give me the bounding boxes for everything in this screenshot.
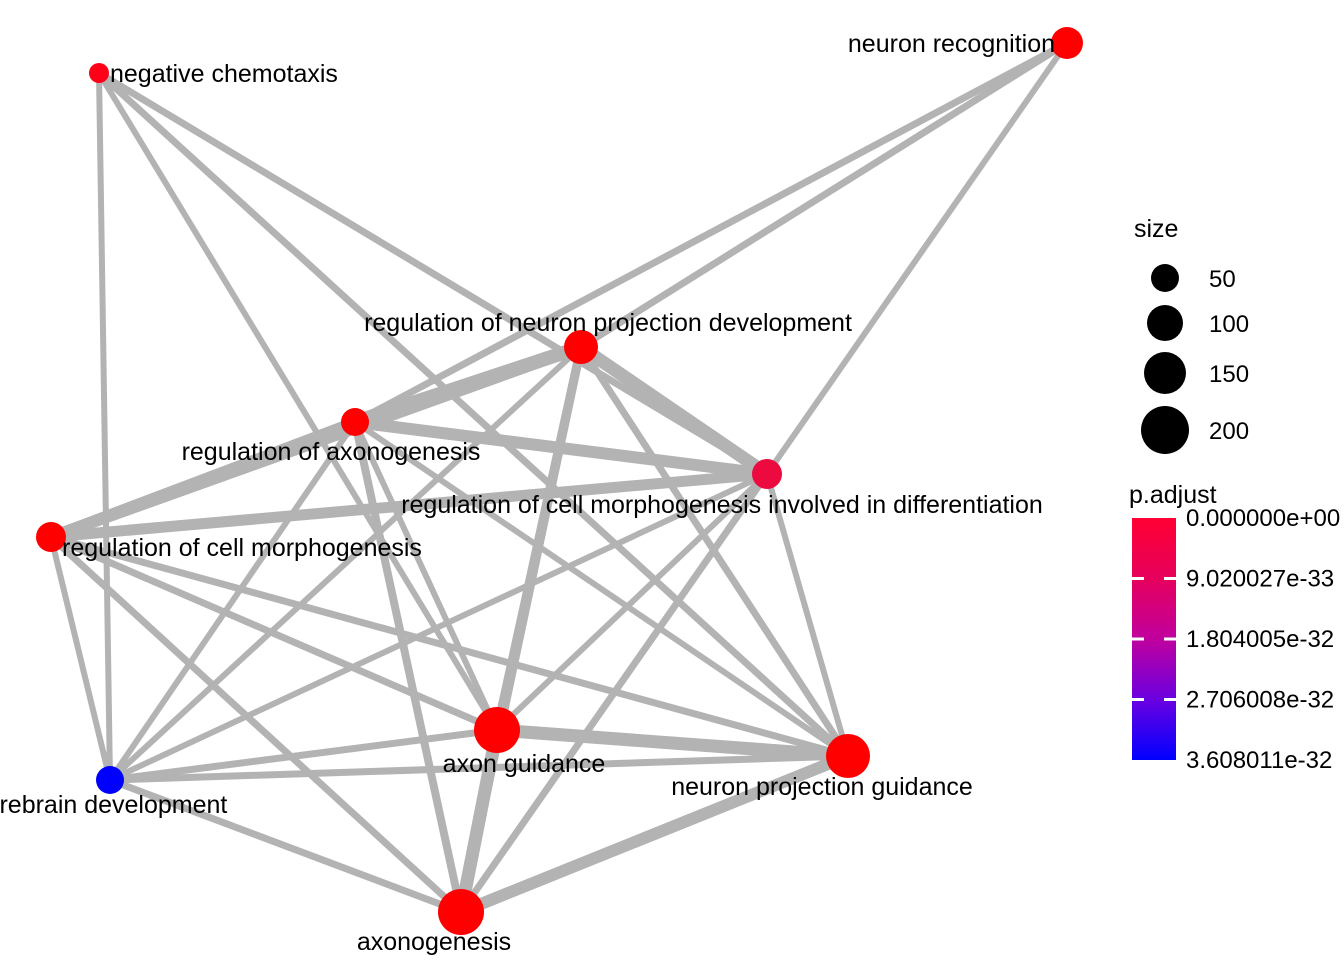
size-legend-label-150: 150 (1209, 361, 1249, 388)
size-legend-title: size (1134, 215, 1178, 243)
node-label-axonogenesis: axonogenesis (357, 928, 511, 956)
network-edge (96, 70, 851, 759)
p-adjust-tick-label-4: 3.608011e-32 (1186, 747, 1332, 774)
network-edge (353, 39, 1069, 426)
network-edge (108, 776, 463, 916)
node-label-reg-axonogenesis: regulation of axonogenesis (182, 438, 481, 466)
network-node-labels: negative chemotaxis neuron recognition reg… (0, 30, 1055, 956)
node-label-reg-cell-morph-diff: regulation of cell morphogenesis involve… (401, 491, 1043, 519)
node-label-reg-neuron-projection-development: regulation of neuron projection developm… (364, 309, 852, 337)
node-label-axon-guidance: axon guidance (443, 750, 606, 778)
network-edge (49, 416, 357, 543)
network-edge (107, 344, 584, 783)
network-edge (48, 536, 113, 781)
network-edge (97, 69, 769, 478)
network-edge (49, 533, 499, 734)
size-legend: size 50 100 150 200 (1134, 215, 1249, 454)
network-edge (107, 420, 358, 782)
size-legend-items: 50 100 150 200 (1141, 264, 1249, 454)
p-adjust-tick-label-3: 2.706008e-32 (1186, 687, 1334, 714)
network-node-axonogenesis[interactable] (438, 889, 484, 935)
node-label-reg-cell-morphogenesis: regulation of cell morphogenesis (62, 534, 422, 562)
network-node-negative-chemotaxis[interactable] (89, 63, 109, 83)
network-edge (48, 534, 464, 915)
network-nodes (36, 27, 1083, 935)
network-edge (454, 728, 504, 914)
network-node-reg-cell-morph-diff[interactable] (752, 459, 782, 489)
network-edge (50, 468, 768, 543)
network-edge (458, 750, 851, 918)
network-edge (494, 471, 770, 733)
size-legend-swatch-100 (1147, 305, 1183, 341)
network-edge (354, 416, 768, 480)
p-adjust-legend: p.adjust 0.000000e+00 9.020027e-33 1.80400… (1129, 481, 1340, 774)
network-edge (109, 726, 498, 784)
network-edge (577, 341, 771, 480)
network-node-forebrain-development[interactable] (96, 766, 124, 794)
node-label-neuron-recognition: neuron recognition (848, 30, 1055, 58)
network-edge (96, 71, 500, 732)
network-node-neuron-recognition[interactable] (1051, 27, 1083, 59)
size-legend-swatch-50 (1151, 264, 1179, 292)
network-node-neuron-projection-guidance[interactable] (826, 734, 870, 778)
network-edge (496, 723, 849, 763)
node-label-forebrain-development: forebrain development (0, 791, 227, 819)
p-adjust-tick-label-0: 0.000000e+00 (1186, 505, 1340, 532)
network-edge (764, 473, 851, 757)
network-node-reg-neuron-projection-development[interactable] (564, 330, 598, 364)
network-edge (352, 420, 500, 732)
network-node-axon-guidance[interactable] (474, 707, 520, 753)
node-label-neuron-projection-guidance: neuron projection guidance (671, 773, 973, 801)
p-adjust-tick-label-1: 9.020027e-33 (1186, 566, 1334, 593)
size-legend-label-50: 50 (1209, 266, 1236, 293)
size-legend-label-100: 100 (1209, 311, 1249, 338)
size-legend-swatch-150 (1144, 352, 1186, 394)
p-adjust-tick-label-2: 1.804005e-32 (1186, 626, 1334, 653)
p-adjust-legend-title: p.adjust (1129, 481, 1217, 509)
network-edge (96, 72, 113, 781)
network-edge (353, 419, 850, 759)
network-edge (579, 40, 1069, 350)
network-node-reg-axonogenesis[interactable] (341, 408, 369, 436)
network-edges (48, 39, 1070, 918)
network-edge (764, 41, 1070, 476)
size-legend-swatch-200 (1141, 406, 1189, 454)
network-edge (108, 471, 769, 783)
node-label-negative-chemotaxis: negative chemotaxis (110, 60, 338, 88)
size-legend-label-200: 200 (1209, 418, 1249, 445)
p-adjust-colorbar-ticks (1132, 577, 1176, 701)
network-edge (109, 752, 849, 784)
p-adjust-tick-labels: 0.000000e+00 9.020027e-33 1.804005e-32 2.70… (1186, 505, 1340, 774)
network-node-reg-cell-morphogenesis[interactable] (36, 522, 66, 552)
network-edge (50, 533, 849, 760)
